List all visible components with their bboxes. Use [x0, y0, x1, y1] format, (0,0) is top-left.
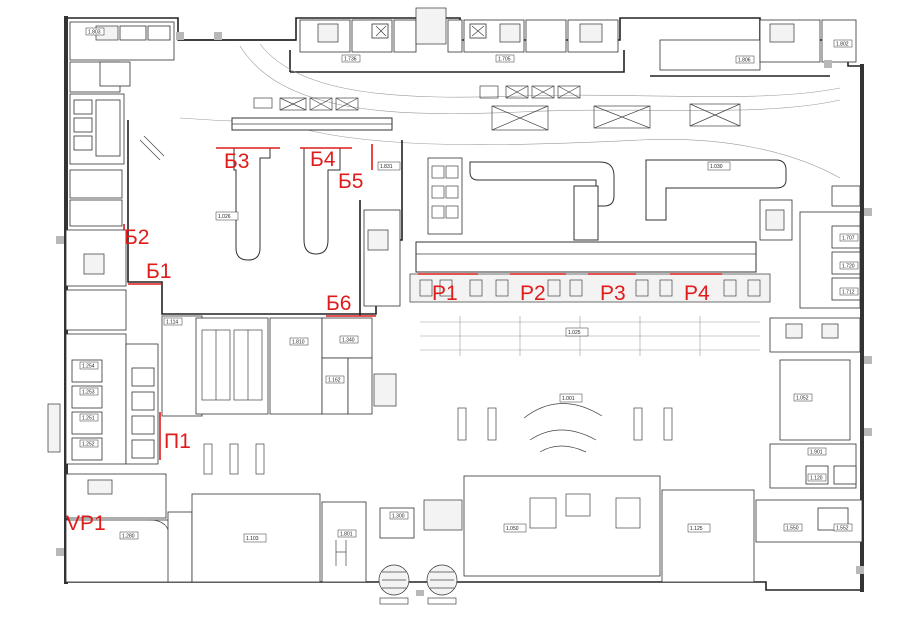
zone-label-vp1: VP1 [66, 512, 106, 535]
room-tag-1340: 1.340 [342, 338, 355, 344]
room-tag-1254: 1.254 [82, 364, 95, 370]
room-tag-1050: 1.050 [506, 526, 519, 532]
room-tag-1831: 1.831 [380, 164, 393, 170]
room-tag-1252: 1.252 [82, 442, 95, 448]
south-central-block: 1.103 1.801 1.300 1.050 1.125 1.120 [167, 473, 827, 605]
room-tag-1251: 1.251 [82, 416, 95, 422]
zone-label-b3: Б3 [224, 150, 249, 173]
desk-rows [203, 407, 673, 475]
room-tag-1300: 1.300 [392, 514, 405, 520]
unit-clusters-north [253, 85, 741, 131]
north-west-block [69, 21, 175, 227]
column-markers [56, 32, 872, 596]
room-tag-1280: 1.280 [122, 534, 135, 540]
central-office-block: 1.114 1.810 1.162 1.340 [161, 315, 397, 417]
room-tag-1030: 1.030 [710, 164, 723, 170]
room-tag-1806: 1.806 [738, 58, 751, 64]
zone-label-p2: Р2 [520, 282, 546, 305]
room-tag-1026: 1.026 [218, 214, 231, 220]
zone-label-p1: Р1 [432, 282, 458, 305]
room-tag-1550: 1.550 [786, 526, 799, 532]
zone-label-b4: Б4 [310, 148, 336, 171]
room-tag-1801: 1.801 [340, 532, 353, 538]
conveyor-b-area: 1.026 [215, 117, 393, 261]
zone-label-p4: Р4 [684, 282, 710, 305]
inner-walls [123, 120, 403, 317]
room-tag-1253: 1.253 [82, 390, 95, 396]
zone-labels: Б3 Б4 Б5 Б2 Б1 Б6 Р1 Р2 Р3 Р4 П1 VP1 [66, 148, 710, 535]
room-tag-1802: 1.802 [836, 42, 849, 48]
room-tag-1025: 1.025 [568, 330, 581, 336]
east-rooms: 1.707 1.720 1.712 1.052 1.901 1.550 1.55… [755, 185, 863, 543]
zone-label-pi1: П1 [164, 430, 191, 453]
central-arc: 1.001 [523, 393, 603, 453]
room-tag-1103: 1.103 [246, 536, 259, 542]
room-tag-1125: 1.125 [690, 526, 703, 532]
room-tag-1720: 1.720 [842, 264, 855, 270]
room-tag-1901: 1.901 [810, 450, 823, 456]
room-tag-1712: 1.712 [842, 290, 855, 296]
room-tag-1705: 1.705 [498, 57, 511, 63]
south-west-rooms: 1.251 1.252 1.253 1.254 1.280 [47, 229, 177, 583]
room-tag-1052: 1.052 [796, 396, 809, 402]
room-tag-1120: 1.120 [810, 476, 823, 482]
room-tag-1803: 1.803 [88, 30, 101, 36]
room-tag-1707: 1.707 [842, 236, 855, 242]
zone-label-b5: Б5 [338, 170, 363, 193]
room-tag-1114: 1.114 [166, 320, 178, 326]
rack-grid [420, 316, 760, 356]
north-east-block: 1.806 1.802 [650, 19, 857, 77]
zone-label-b2: Б2 [124, 226, 149, 249]
room-tag-1162: 1.162 [328, 378, 341, 384]
room-tag-1810: 1.810 [292, 340, 305, 346]
room-tag-1552: 1.552 [836, 526, 849, 532]
room-tag-1736: 1.736 [344, 57, 357, 63]
zone-label-b1: Б1 [146, 260, 171, 283]
north-center-block: 1.736 1.705 [289, 7, 625, 73]
zone-label-p3: Р3 [600, 282, 626, 305]
conveyor-p-area: 1.030 1.831 [377, 157, 793, 303]
room-tag-1001: 1.001 [562, 396, 575, 402]
zone-label-b6: Б6 [326, 292, 351, 315]
